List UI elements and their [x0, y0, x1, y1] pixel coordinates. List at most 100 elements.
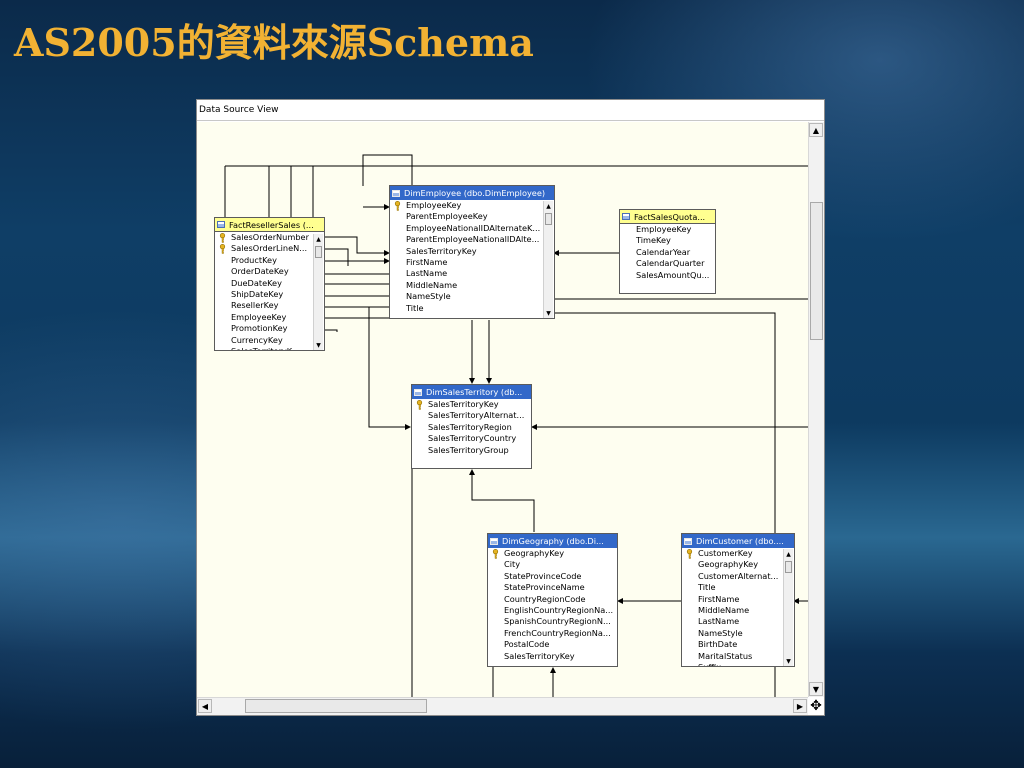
table-column[interactable]: FrenchCountryRegionNa...: [488, 628, 617, 639]
table-title: DimGeography (dbo.Di...: [502, 536, 604, 546]
table-column[interactable]: ParentEmployeeKey: [390, 211, 542, 222]
table-header[interactable]: DimEmployee (dbo.DimEmployee): [390, 186, 554, 200]
scroll-down-button[interactable]: ▼: [809, 682, 823, 696]
table-column[interactable]: EmployeeKey: [215, 312, 312, 323]
scroll-down-arrow[interactable]: ▼: [786, 658, 791, 665]
table-dim-employee[interactable]: DimEmployee (dbo.DimEmployee) EmployeeKe…: [389, 185, 555, 319]
table-column[interactable]: ShipDateKey: [215, 289, 312, 300]
table-column[interactable]: NameStyle: [390, 291, 542, 302]
column-name: PostalCode: [504, 639, 550, 650]
table-header[interactable]: FactSalesQuota...: [620, 210, 715, 224]
table-column[interactable]: NameStyle: [682, 628, 782, 639]
table-header[interactable]: DimSalesTerritory (db...: [412, 385, 531, 399]
table-column[interactable]: CustomerAlternat...: [682, 571, 782, 582]
scroll-thumb[interactable]: [785, 561, 792, 573]
table-scrollbar[interactable]: ▲ ▼: [543, 201, 553, 318]
table-scrollbar[interactable]: ▲ ▼: [313, 234, 323, 350]
table-dim-sales-territory[interactable]: DimSalesTerritory (db... SalesTerritoryK…: [411, 384, 532, 469]
table-column[interactable]: BirthDate: [682, 639, 782, 650]
table-column[interactable]: EmployeeNationalIDAlternateK...: [390, 223, 542, 234]
table-header[interactable]: FactResellerSales (...: [215, 218, 324, 232]
column-name: MiddleName: [406, 279, 458, 290]
table-column[interactable]: SalesTerritoryK...: [215, 346, 312, 350]
column-name: StateProvinceCode: [504, 570, 582, 581]
table-scrollbar[interactable]: ▲ ▼: [783, 549, 793, 666]
scroll-thumb[interactable]: [315, 246, 322, 258]
table-column[interactable]: ProductKey: [215, 255, 312, 266]
table-column[interactable]: City: [488, 559, 617, 570]
table-title: DimEmployee (dbo.DimEmployee): [404, 188, 546, 198]
table-column[interactable]: EnglishCountryRegionNa...: [488, 605, 617, 616]
scroll-down-arrow[interactable]: ▼: [316, 342, 321, 349]
scroll-up-button[interactable]: ▲: [809, 123, 823, 137]
table-column[interactable]: SalesTerritoryKey: [412, 399, 531, 410]
scroll-down-arrow[interactable]: ▼: [546, 310, 551, 317]
column-name: LastName: [698, 616, 740, 627]
table-column[interactable]: LastName: [390, 268, 542, 279]
table-column[interactable]: SpanishCountryRegionN...: [488, 616, 617, 627]
scroll-right-button[interactable]: ▶: [793, 699, 807, 713]
table-column[interactable]: GeographyKey: [488, 548, 617, 559]
table-column[interactable]: MaritalStatus: [682, 651, 782, 662]
table-column[interactable]: CountryRegionCode: [488, 594, 617, 605]
scroll-up-arrow[interactable]: ▲: [786, 551, 791, 558]
table-column[interactable]: PostalCode: [488, 639, 617, 650]
scroll-left-button[interactable]: ◀: [198, 699, 212, 713]
column-name: CustomerAlternat...: [698, 570, 779, 581]
table-column[interactable]: ParentEmployeeNationalIDAlte...: [390, 234, 542, 245]
table-column[interactable]: CalendarYear: [620, 247, 715, 258]
table-column[interactable]: PromotionKey: [215, 323, 312, 334]
horizontal-scroll-thumb[interactable]: [245, 699, 427, 713]
table-header[interactable]: DimGeography (dbo.Di...: [488, 534, 617, 548]
scroll-thumb[interactable]: [545, 213, 552, 225]
table-column[interactable]: SalesOrderLineN...: [215, 243, 312, 255]
pan-move-icon[interactable]: ✥: [808, 697, 824, 715]
table-column[interactable]: CustomerKey: [682, 548, 782, 559]
relationship-line: [324, 329, 338, 332]
table-column[interactable]: SalesTerritoryCountry: [412, 433, 531, 444]
table-column[interactable]: EmployeeKey: [620, 224, 715, 235]
primary-key-icon: [219, 244, 226, 255]
table-column[interactable]: SalesTerritoryKey: [390, 246, 542, 257]
column-name: ParentEmployeeNationalIDAlte...: [406, 234, 540, 245]
data-source-view-window: Data Source View: [196, 99, 825, 716]
table-column[interactable]: OrderDateKey: [215, 266, 312, 277]
column-name: GeographyKey: [698, 559, 759, 570]
scroll-up-arrow[interactable]: ▲: [316, 236, 321, 243]
table-column[interactable]: MiddleName: [390, 280, 542, 291]
table-column[interactable]: GeographyKey: [682, 559, 782, 570]
window-horizontal-scrollbar[interactable]: ◀ ▶: [197, 697, 808, 715]
table-column[interactable]: CurrencyKey: [215, 335, 312, 346]
table-column[interactable]: SalesTerritoryAlternat...: [412, 410, 531, 421]
table-column[interactable]: Title: [390, 303, 542, 314]
table-column[interactable]: CalendarQuarter: [620, 258, 715, 269]
table-header[interactable]: DimCustomer (dbo....: [682, 534, 794, 548]
scroll-up-arrow[interactable]: ▲: [546, 203, 551, 210]
table-column[interactable]: FirstName: [390, 257, 542, 268]
table-column[interactable]: ResellerKey: [215, 300, 312, 311]
table-column[interactable]: SalesTerritoryGroup: [412, 445, 531, 456]
table-column[interactable]: Title: [682, 582, 782, 593]
column-name: NameStyle: [698, 627, 743, 638]
table-column[interactable]: StateProvinceName: [488, 582, 617, 593]
table-column[interactable]: SalesOrderNumber: [215, 232, 312, 243]
table-column[interactable]: Suffix: [682, 662, 782, 666]
table-column[interactable]: EmployeeKey: [390, 200, 542, 211]
table-column[interactable]: SalesTerritoryKey: [488, 651, 617, 662]
window-vertical-scrollbar[interactable]: ▲ ▼: [808, 122, 824, 697]
table-column[interactable]: FirstName: [682, 594, 782, 605]
table-column[interactable]: MiddleName: [682, 605, 782, 616]
table-column[interactable]: DueDateKey: [215, 278, 312, 289]
table-column[interactable]: SalesTerritoryRegion: [412, 422, 531, 433]
table-column[interactable]: LastName: [682, 616, 782, 627]
table-column[interactable]: TimeKey: [620, 235, 715, 246]
table-column[interactable]: SalesAmountQu...: [620, 270, 715, 281]
primary-key-icon: [492, 549, 499, 559]
table-column[interactable]: StateProvinceCode: [488, 571, 617, 582]
vertical-scroll-thumb[interactable]: [810, 202, 823, 340]
